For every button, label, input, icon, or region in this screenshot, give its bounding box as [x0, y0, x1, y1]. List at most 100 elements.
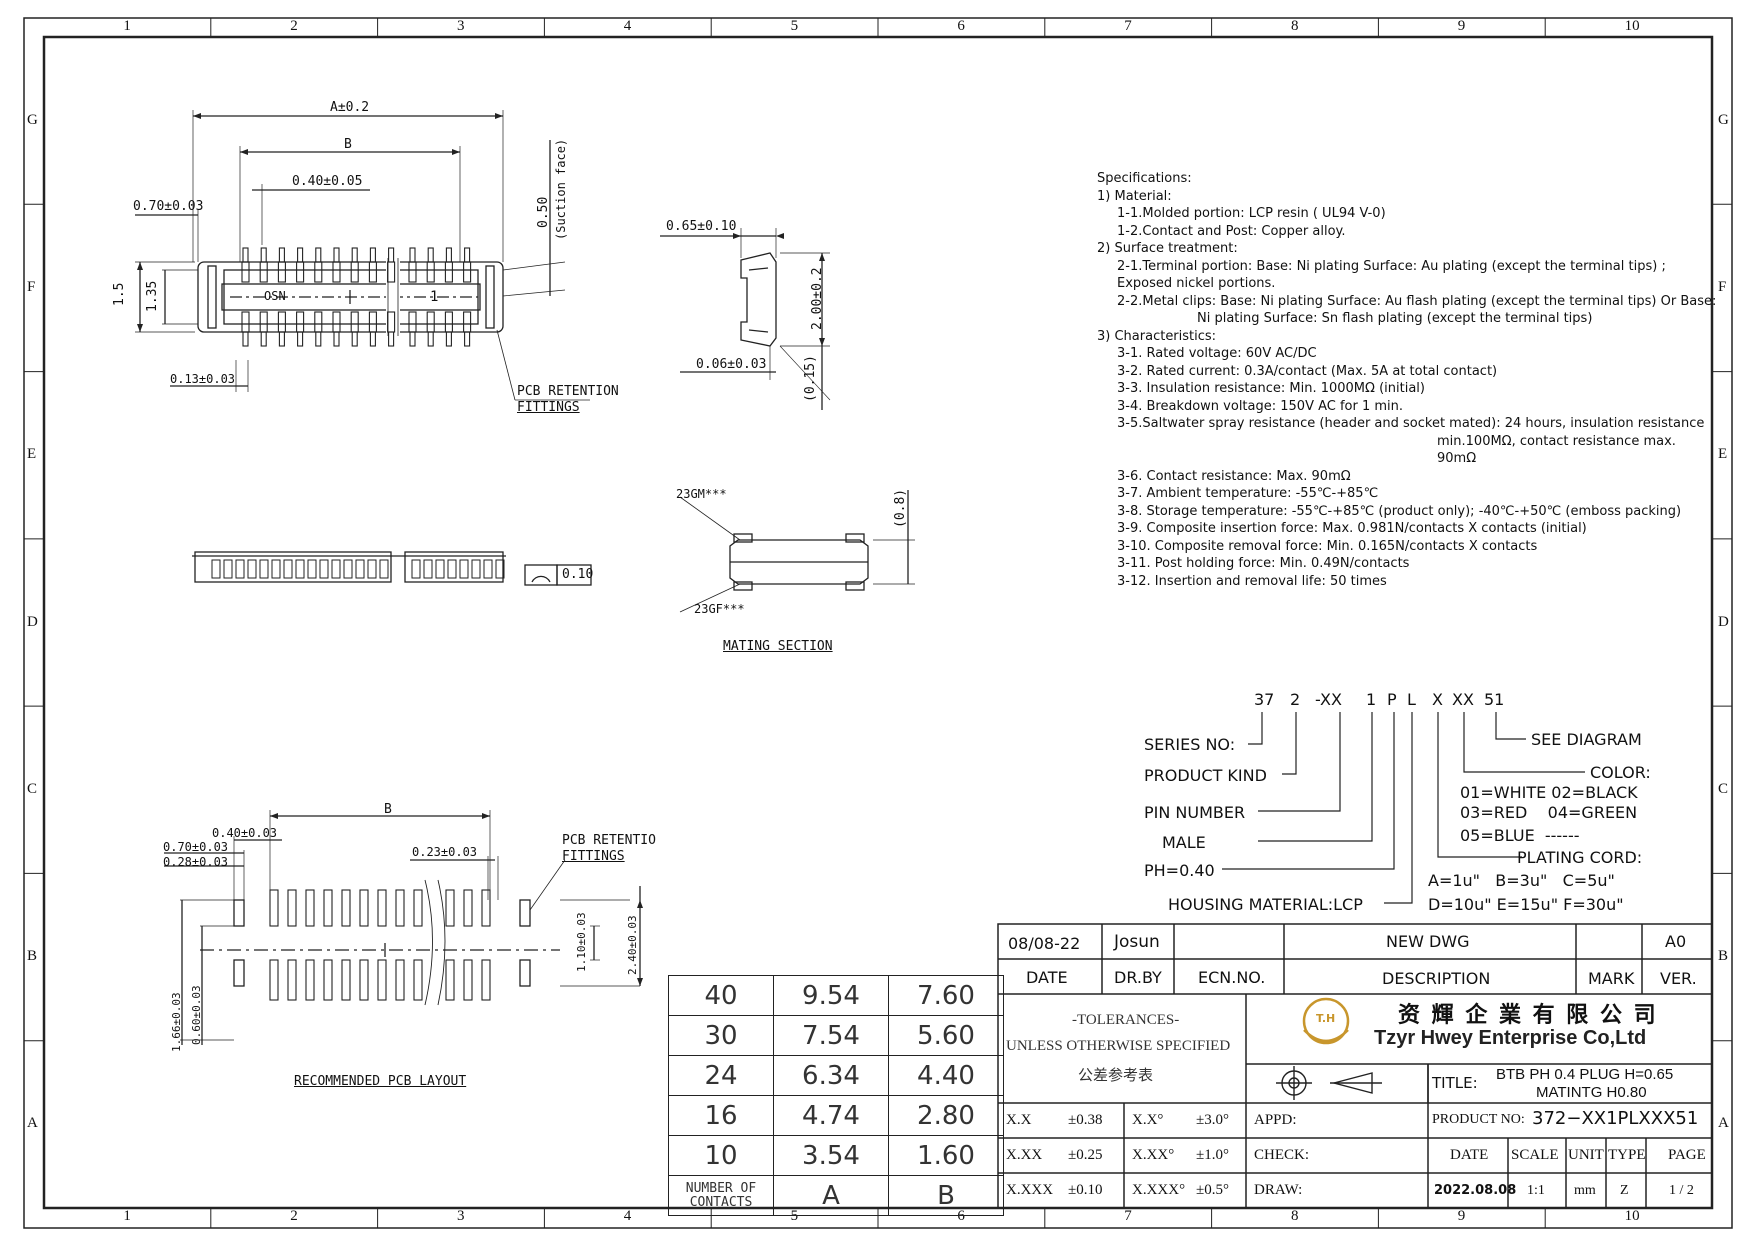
zone-column-label: 2	[290, 18, 298, 34]
tol-row-3-c: X.XXX°	[1132, 1182, 1186, 1198]
pn-seg: 51	[1484, 690, 1505, 709]
callout-retention-2: FITTINGS	[517, 400, 580, 415]
dim-suction: 0.50	[536, 196, 551, 228]
tolerance-title: -TOLERANCES-	[1072, 1012, 1180, 1028]
zone-column-label: 9	[1457, 18, 1466, 34]
pn-kind-label: PRODUCT KIND	[1144, 766, 1267, 785]
appd-label: APPD:	[1254, 1112, 1297, 1128]
zone-row-label: F	[1718, 278, 1727, 295]
zone-column-label: 4	[623, 1208, 632, 1224]
zone-row-label: A	[27, 1115, 38, 1132]
draw-label: DRAW:	[1254, 1182, 1303, 1198]
zone-column-label: 8	[1291, 18, 1299, 34]
tol-row-2-c: X.XX°	[1132, 1147, 1175, 1163]
drawing-type: Z	[1620, 1183, 1629, 1198]
zone-column-label: 3	[457, 1208, 465, 1224]
zone-row-label: F	[27, 278, 36, 295]
pn-color-3: 05=BLUE ------	[1460, 826, 1580, 845]
housing-logo: OSN	[264, 289, 286, 303]
contacts-cell-a: 9.54	[773, 975, 889, 1016]
pcb-layout-title: RECOMMENDED PCB LAYOUT	[294, 1074, 467, 1089]
zone-column-label: 9	[1457, 1208, 1466, 1224]
contacts-cell-a: 6.34	[773, 1055, 889, 1096]
pn-plating-2: D=10u" E=15u" F=30u"	[1428, 895, 1624, 914]
spec-line: 1-2.Contact and Post: Copper alloy.	[1117, 223, 1346, 239]
tol-row-2-a: X.XX	[1006, 1147, 1043, 1163]
header-scale: SCALE	[1511, 1147, 1559, 1163]
zone-row-label: B	[27, 948, 38, 965]
pin-one-marker: 1	[430, 289, 439, 305]
tol-row-3-d: ±0.5°	[1196, 1182, 1229, 1198]
pn-seg: -XX	[1315, 690, 1342, 709]
product-no-label: PRODUCT NO:	[1432, 1112, 1525, 1127]
dim-pitch: 0.40±0.05	[292, 174, 363, 189]
zone-row-label: A	[1718, 1115, 1729, 1132]
pcb-side-1: 1.66±0.03	[170, 992, 183, 1052]
pn-seg: P	[1387, 690, 1397, 709]
zone-row-label: B	[1718, 948, 1729, 965]
suction-note: (Suction face)	[554, 138, 568, 240]
zone-row-label: D	[27, 613, 38, 630]
spec-line: 2-1.Terminal portion: Base: Ni plating S…	[1117, 258, 1666, 274]
spec-line: 2) Surface treatment:	[1097, 241, 1238, 256]
spec-line: 3-3. Insulation resistance: Min. 1000MΩ …	[1117, 381, 1425, 396]
pn-pins-label: PIN NUMBER	[1144, 803, 1246, 822]
contacts-cell-n: 16	[668, 1095, 774, 1136]
tol-row-2-b: ±0.25	[1068, 1147, 1103, 1163]
tolerance-subtitle: UNLESS OTHERWISE SPECIFIED	[1006, 1038, 1231, 1054]
zone-column-label: 5	[790, 18, 799, 34]
contacts-cell-a: 4.74	[773, 1095, 889, 1136]
zone-column-label: 1	[123, 18, 131, 34]
spec-line: Exposed nickel portions.	[1117, 276, 1276, 291]
company-logo	[1302, 997, 1350, 1045]
dim-a: A±0.2	[330, 100, 370, 115]
drawing-scale: 1:1	[1527, 1183, 1545, 1198]
title-line-2: MATINTG H0.80	[1536, 1084, 1647, 1101]
spec-line: 3-1. Rated voltage: 60V AC/DC	[1117, 346, 1317, 361]
zone-row-label: D	[1718, 613, 1729, 630]
zone-column-label: 10	[1624, 18, 1640, 34]
side-view	[660, 228, 831, 410]
pcb-callout-1: PCB RETENTIO	[562, 833, 656, 848]
tol-row-2-d: ±1.0°	[1196, 1147, 1229, 1163]
spec-line: Ni plating Surface: Sn flash plating (ex…	[1197, 311, 1593, 326]
tol-row-1-c: X.X°	[1132, 1112, 1164, 1128]
contacts-cell-n: 40	[668, 975, 774, 1016]
part-number-lines	[1222, 712, 1585, 904]
header-unit: UNIT	[1568, 1147, 1604, 1163]
rev-ver: A0	[1665, 932, 1687, 951]
dim-lead-width: 0.13±0.03	[170, 372, 236, 386]
zone-column-label: 8	[1291, 1208, 1299, 1224]
spec-line: 3-10. Composite removal force: Min. 0.16…	[1117, 538, 1538, 554]
pn-plating-label: PLATING CORD:	[1517, 848, 1643, 867]
tol-row-1-b: ±0.38	[1068, 1112, 1103, 1128]
spec-line: min.100MΩ, contact resistance max.	[1437, 433, 1676, 449]
pcb-edge-1: 0.70±0.03	[163, 840, 229, 854]
spec-line: 3-12. Insertion and removal life: 50 tim…	[1117, 573, 1387, 589]
spec-line: 3-4. Breakdown voltage: 150V AC for 1 mi…	[1117, 398, 1404, 414]
front-view	[192, 551, 592, 586]
pcb-dim-b: B	[384, 802, 392, 817]
check-label: CHECK:	[1254, 1147, 1310, 1163]
spec-line: 3-8. Storage temperature: -55℃-+85℃ (pro…	[1117, 503, 1682, 519]
mating-bottom-label: 23GF***	[694, 602, 745, 616]
zone-row-label: E	[1718, 446, 1728, 463]
zone-column-label: 1	[123, 1208, 131, 1224]
pn-color-label: COLOR:	[1590, 763, 1651, 782]
tol-row-1-a: X.X	[1006, 1112, 1032, 1128]
contacts-cell-b: 5.60	[888, 1015, 1004, 1056]
contacts-cell-n: 30	[668, 1015, 774, 1056]
pcb-edge-2: 0.28±0.03	[163, 855, 229, 869]
zone-column-label: 6	[957, 1208, 965, 1224]
rev-by: Josun	[1114, 932, 1160, 952]
side-tail: 0.06±0.03	[696, 357, 767, 372]
spec-line: 3) Characteristics:	[1097, 328, 1217, 344]
side-width: 0.65±0.10	[666, 219, 737, 234]
mating-section	[679, 490, 915, 613]
dim-b: B	[344, 137, 352, 152]
